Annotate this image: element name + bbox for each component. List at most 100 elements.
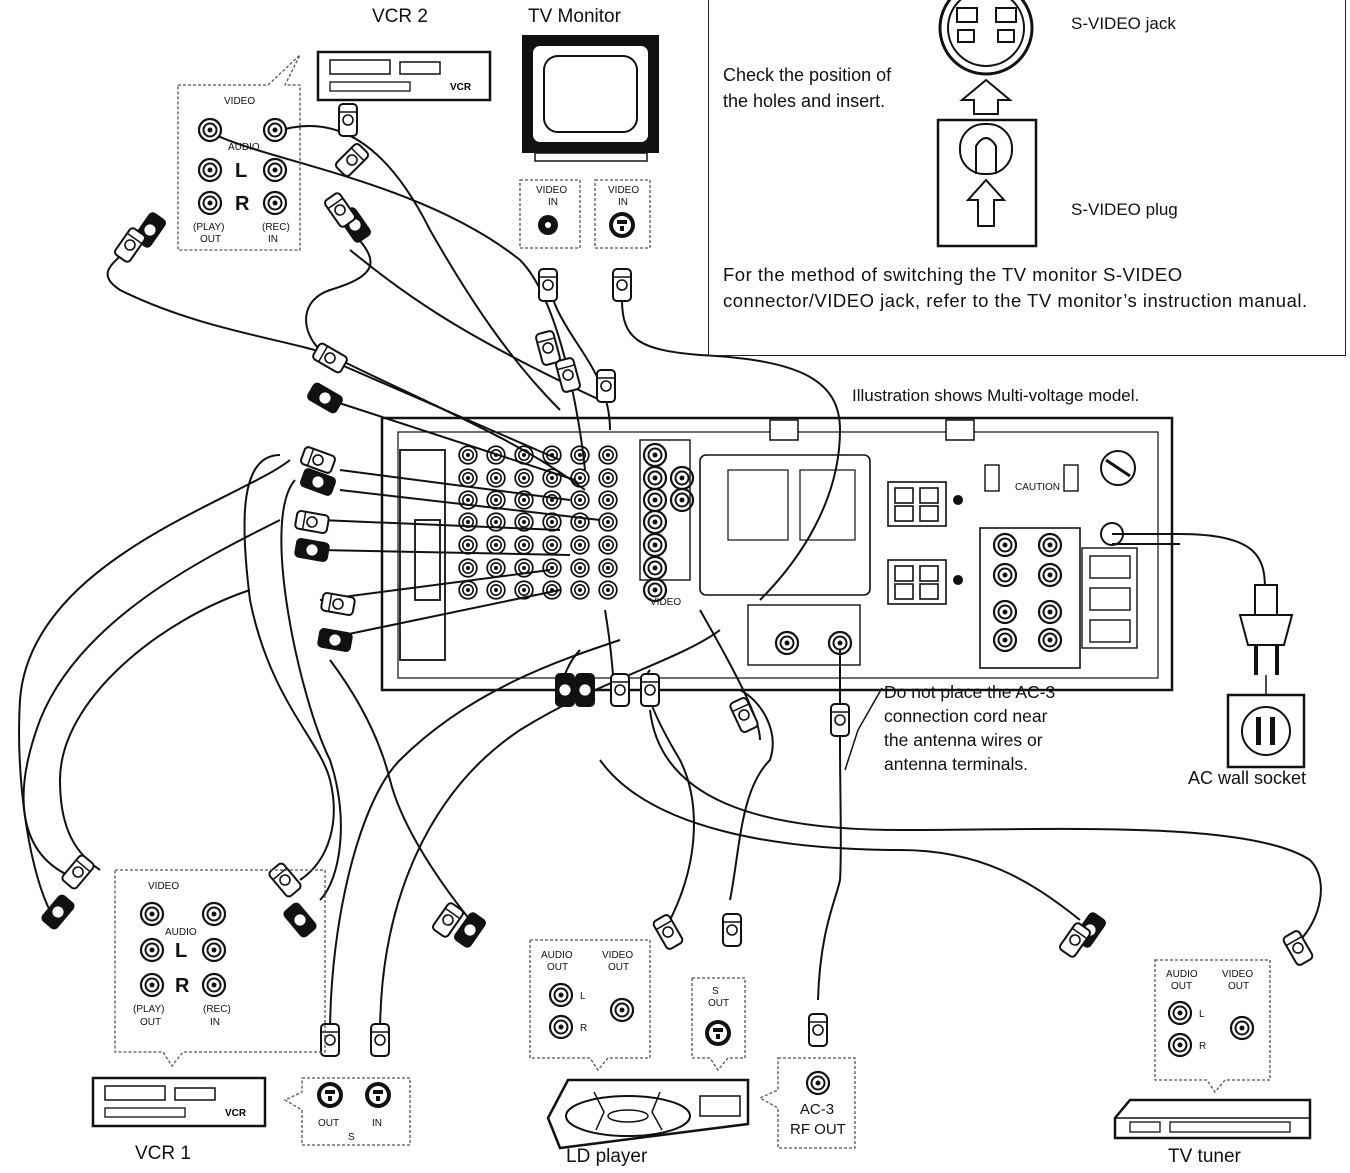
ac3-note-line-2: connection cord near	[884, 706, 1048, 726]
vcr2-title: VCR 2	[372, 6, 428, 27]
cable-plug	[316, 627, 354, 653]
cable-plug	[266, 860, 304, 900]
ac3-rf-out-label: AC-3 RF OUT	[790, 1100, 846, 1140]
cable-plug	[640, 673, 660, 707]
ac3-note-line-1: Do not place the AC-3	[884, 682, 1056, 702]
vcr2-play-label: (PLAY)	[193, 222, 225, 233]
cable-plug	[39, 892, 77, 932]
receiver-jack	[598, 535, 618, 555]
receiver-jack	[486, 580, 506, 600]
cable-plug	[281, 900, 319, 940]
vcr1-play-label: (PLAY)	[133, 1004, 165, 1015]
switch-note: For the method of switching the TV monit…	[723, 264, 1308, 311]
svideo-info-box: S-VIDEO jack Check the position of the h…	[708, 0, 1346, 356]
receiver-jack	[458, 512, 478, 532]
receiver-jack	[598, 445, 618, 465]
vcr1-s-in-label: IN	[372, 1118, 382, 1129]
cable-plug	[338, 103, 358, 137]
receiver-jack	[542, 490, 562, 510]
cable-plug	[610, 673, 630, 707]
check-line-2: the holes and insert.	[723, 91, 886, 111]
vcr1-s-label: S	[348, 1132, 355, 1143]
model-note: Illustration shows Multi-voltage model.	[852, 386, 1140, 405]
ld-jack-panel: AUDIO OUT VIDEO OUT L R	[529, 939, 651, 1072]
ac3-label-line-2: RF OUT	[790, 1121, 846, 1138]
vcr1-audio-label: AUDIO	[165, 927, 197, 938]
receiver-jack	[570, 535, 590, 555]
receiver-jack	[458, 558, 478, 578]
vcr2-rec-label: (REC)	[262, 222, 290, 233]
tuner-video-label: VIDEO	[1222, 969, 1253, 980]
receiver-jack	[486, 468, 506, 488]
receiver-back-panel: VIDEO CAUTION	[380, 416, 1174, 692]
receiver-jack	[542, 445, 562, 465]
svideo-illustration	[936, 0, 1038, 248]
ld-player-device	[546, 1078, 750, 1150]
cable-plug	[596, 369, 616, 403]
ac3-note-line-4: antenna terminals.	[884, 754, 1028, 774]
tuner-video-out-label: OUT	[1228, 981, 1249, 992]
ac3-note-line-3: the antenna wires or	[884, 730, 1043, 750]
vcr1-l-label: L	[175, 940, 187, 962]
receiver-jack	[458, 468, 478, 488]
tuner-r-label: R	[1199, 1041, 1206, 1052]
vcr1-rec-label: (REC)	[203, 1004, 231, 1015]
tuner-audio-out-label: OUT	[1171, 981, 1192, 992]
cable-plug	[575, 673, 595, 707]
receiver-jack	[570, 490, 590, 510]
cable-plug	[293, 537, 331, 563]
vcr1-svideo-panel: OUT IN S	[283, 1077, 411, 1146]
receiver-jack	[570, 468, 590, 488]
receiver-jack	[642, 487, 668, 513]
vcr2-in-label: IN	[268, 234, 278, 245]
cable-plug	[555, 673, 575, 707]
receiver-jack	[570, 558, 590, 578]
receiver-jack	[642, 442, 668, 468]
receiver-jack	[598, 490, 618, 510]
ld-audio-out-label: OUT	[547, 962, 568, 973]
receiver-jack	[458, 580, 478, 600]
cable-plug	[538, 268, 558, 302]
vcr1-video-label: VIDEO	[148, 881, 179, 892]
receiver-jack	[598, 512, 618, 532]
check-instruction: Check the position of the holes and inse…	[723, 62, 891, 114]
ld-video-out-label: OUT	[608, 962, 629, 973]
receiver-jack	[642, 465, 668, 491]
check-line-1: Check the position of	[723, 65, 892, 85]
receiver-jack	[458, 535, 478, 555]
tv-video-label-2: VIDEO	[608, 185, 639, 196]
vcr2-video-label: VIDEO	[224, 96, 255, 107]
cable-plug	[1281, 928, 1315, 968]
ac-socket-title: AC wall socket	[1188, 768, 1307, 788]
ld-r-label: R	[580, 1023, 587, 1034]
svideo-plug-label: S-VIDEO plug	[1071, 200, 1178, 219]
vcr2-audio-label: AUDIO	[228, 142, 260, 153]
cable-plug	[554, 356, 582, 394]
cable-plug	[728, 695, 760, 735]
cable-plug	[333, 141, 371, 179]
ld-player-title: LD player	[566, 1146, 648, 1167]
receiver-jack	[486, 558, 506, 578]
receiver-jack	[642, 555, 668, 581]
vcr1-badge: VCR	[225, 1108, 247, 1119]
receiver-caution-label: CAUTION	[1015, 482, 1060, 493]
vcr1-in-label: IN	[210, 1017, 220, 1028]
ac-plug	[1238, 584, 1294, 675]
cable-plug	[370, 1023, 390, 1057]
ld-audio-label: AUDIO	[541, 950, 573, 961]
receiver-jack	[514, 468, 534, 488]
cable-plug	[722, 913, 742, 947]
ac3-panel	[758, 1057, 856, 1149]
tv-tuner-title: TV tuner	[1168, 1146, 1241, 1167]
receiver-jack	[542, 558, 562, 578]
tv-monitor-title: TV Monitor	[528, 6, 621, 27]
ld-video-label: VIDEO	[602, 950, 633, 961]
receiver-jack	[514, 535, 534, 555]
vcr1-s-out-label: OUT	[318, 1118, 339, 1129]
receiver-jack	[542, 535, 562, 555]
cable-plug	[534, 329, 562, 367]
cable-plug	[293, 509, 331, 535]
vcr2-r-label: R	[235, 193, 250, 215]
tuner-l-label: L	[1199, 1009, 1205, 1020]
